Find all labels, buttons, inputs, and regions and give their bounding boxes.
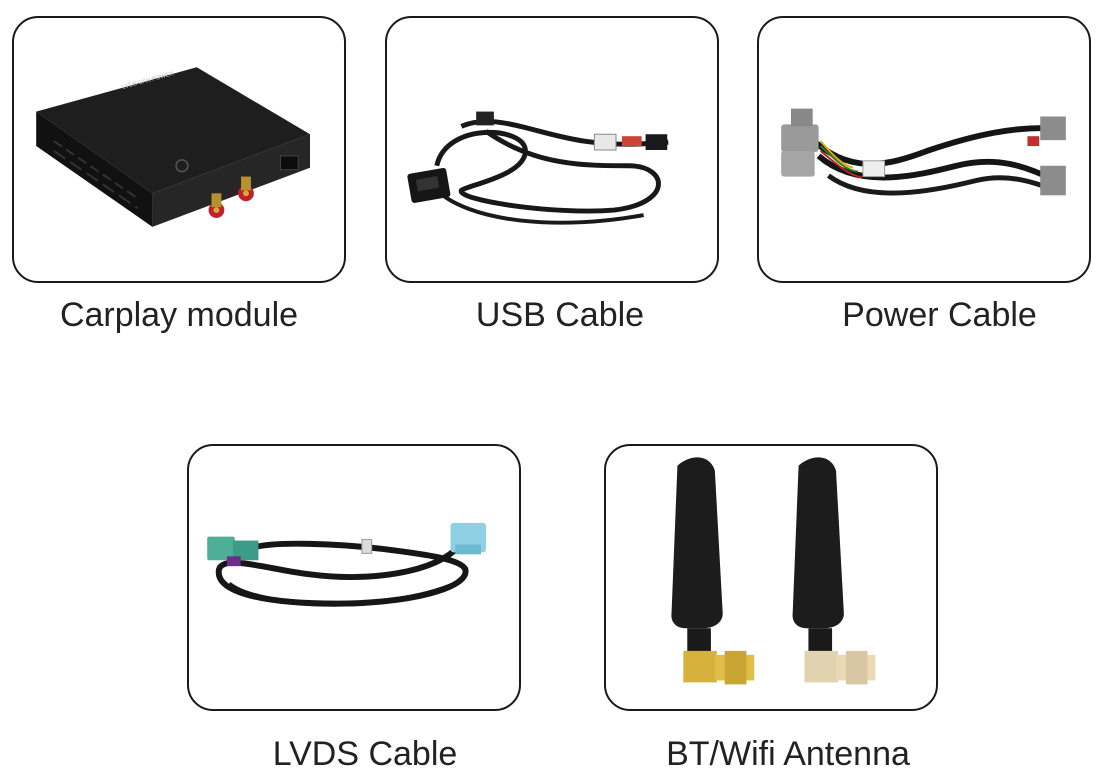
caption-power-cable: Power Cable (842, 296, 1037, 334)
caption-usb-cable: USB Cable (475, 296, 645, 334)
usb-cable-image (407, 111, 669, 225)
product-card-power-cable (757, 16, 1091, 283)
antenna-image (671, 457, 876, 685)
product-card-lvds-cable (187, 444, 521, 711)
caption-bt-wifi-antenna: BT/Wifi Antenna (666, 735, 910, 773)
product-card-bt-wifi-antenna (604, 444, 938, 711)
carplay-module-image: LVDS CAN POWER (36, 67, 311, 227)
power-cable-image (781, 108, 1066, 196)
caption-carplay-module: Carplay module (59, 296, 299, 334)
lvds-cable-image (207, 522, 486, 607)
product-card-usb-cable (385, 16, 719, 283)
caption-lvds-cable: LVDS Cable (272, 735, 458, 773)
product-card-carplay-module: LVDS CAN POWER (12, 16, 346, 283)
